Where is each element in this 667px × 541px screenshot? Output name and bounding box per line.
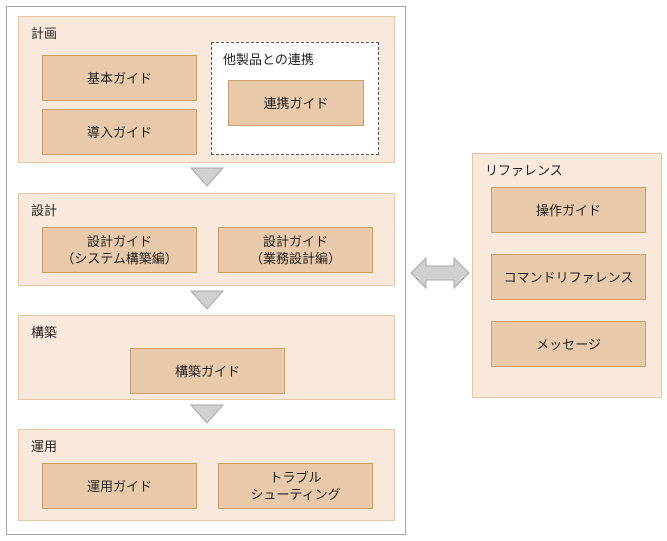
doc-box-renkei-guide[interactable]: 連携ガイド — [228, 80, 364, 126]
down-triangle-arrow-icon — [190, 404, 224, 424]
doc-box-sekkei-guide-gyomu[interactable]: 設計ガイド （業務設計編） — [218, 227, 373, 273]
subgroup-title-other-product-linkage: 他製品との連携 — [223, 52, 314, 67]
doc-box-troubleshooting[interactable]: トラブル シューティング — [218, 463, 373, 509]
phase-group-plan: 計画 基本ガイド 導入ガイド 他製品との連携 連携ガイド — [18, 16, 395, 163]
down-triangle-arrow-icon — [190, 167, 224, 187]
double-headed-horizontal-arrow-icon — [410, 255, 470, 291]
doc-box-sekkei-guide-system[interactable]: 設計ガイド （システム構築編） — [42, 227, 197, 273]
phase-group-design: 設計 設計ガイド （システム構築編） 設計ガイド （業務設計編） — [18, 193, 395, 286]
phase-title-build: 構築 — [31, 325, 58, 340]
doc-box-message[interactable]: メッセージ — [491, 321, 646, 367]
phase-title-design: 設計 — [31, 203, 58, 218]
doc-box-command-reference[interactable]: コマンドリファレンス — [491, 254, 646, 300]
doc-box-unyo-guide[interactable]: 運用ガイド — [42, 463, 197, 509]
lifecycle-column-frame — [6, 6, 406, 535]
doc-box-sosa-guide[interactable]: 操作ガイド — [491, 187, 646, 233]
doc-box-kihon-guide[interactable]: 基本ガイド — [42, 55, 197, 101]
doc-box-kochiku-guide[interactable]: 構築ガイド — [130, 348, 285, 394]
phase-group-operate: 運用 運用ガイド トラブル シューティング — [18, 429, 395, 521]
phase-title-plan: 計画 — [31, 26, 58, 41]
phase-title-operate: 運用 — [31, 439, 58, 454]
reference-group: リファレンス 操作ガイド コマンドリファレンス メッセージ — [472, 153, 662, 398]
reference-title: リファレンス — [485, 163, 563, 178]
doc-box-donyu-guide[interactable]: 導入ガイド — [42, 109, 197, 155]
phase-group-build: 構築 構築ガイド — [18, 315, 395, 400]
down-triangle-arrow-icon — [190, 290, 224, 310]
subgroup-other-product-linkage: 他製品との連携 連携ガイド — [211, 42, 379, 155]
